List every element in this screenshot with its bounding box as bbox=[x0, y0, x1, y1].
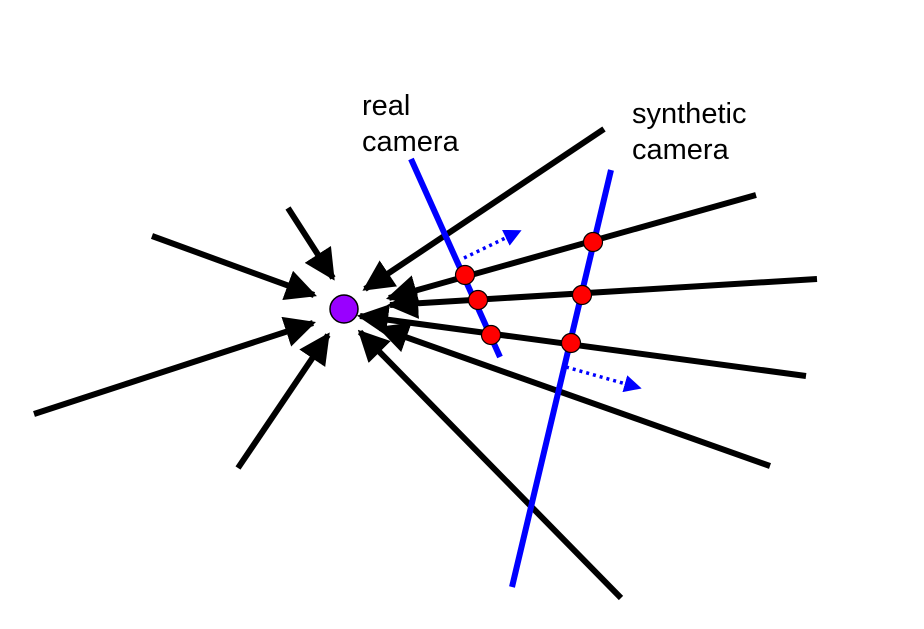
ray-right-4 bbox=[356, 304, 807, 379]
ray-top bbox=[285, 206, 336, 281]
ray-left-upper bbox=[150, 233, 317, 301]
synthetic-camera-label-line-1: synthetic bbox=[632, 98, 747, 130]
real-camera-sample-2 bbox=[467, 289, 489, 311]
scene-point bbox=[329, 294, 359, 324]
ray-right-1 bbox=[362, 126, 606, 292]
real-camera-sample-3 bbox=[480, 324, 502, 346]
ray-right-2 bbox=[385, 192, 757, 306]
ray-bottom-left bbox=[235, 332, 331, 470]
synthetic-camera-motion-arrow bbox=[565, 365, 642, 393]
real-camera-motion-arrow bbox=[463, 229, 522, 260]
real-camera-label-line-2: camera bbox=[362, 126, 459, 158]
synthetic-camera-label-line-2: camera bbox=[632, 134, 729, 166]
synthetic-camera-label: synthetic camera bbox=[632, 96, 746, 168]
ray-bottom-right bbox=[357, 329, 624, 601]
real-camera-label: real camera bbox=[362, 88, 459, 160]
real-camera-plane bbox=[408, 157, 503, 359]
synthetic-camera-sample-2 bbox=[571, 284, 593, 306]
ray-right-3 bbox=[386, 276, 818, 319]
real-camera-label-line-1: real bbox=[362, 90, 411, 122]
ray-right-5 bbox=[377, 322, 772, 469]
real-camera-sample-1 bbox=[454, 264, 476, 286]
synthetic-camera-sample-3 bbox=[560, 332, 582, 354]
ray-left-lower bbox=[33, 316, 316, 417]
synthetic-camera-sample-1 bbox=[582, 231, 604, 253]
